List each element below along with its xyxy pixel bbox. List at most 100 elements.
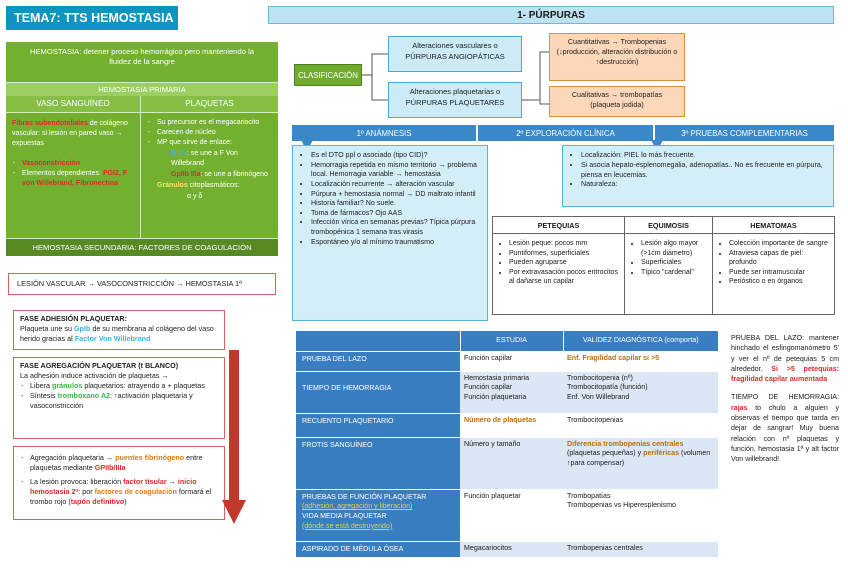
list-item: Toma de fármacos? Ojo AAS — [311, 209, 482, 219]
estudia-header: ESTUDIA — [459, 331, 563, 351]
list-item: Púrpura + hemostasia normal → DD maltrat… — [311, 190, 482, 200]
list-item: Agregación plaquetaria → puentes fibrinó… — [20, 453, 218, 473]
cualitativas-box: Cualitativas → trombopatías (plaqueta jo… — [549, 86, 685, 117]
list-item: Síntesis tromboxano A2: ↑activación plaq… — [20, 391, 218, 411]
pruebas-header: 3º PRUEBAS COMPLEMENTARIAS — [654, 125, 834, 141]
table-row: RECUENTO PLAQUETARIO Número de plaquetas… — [296, 412, 718, 437]
table-row: PRUEBA DEL LAZO Función capilar Enf. Fra… — [296, 350, 718, 371]
lesiones-body: Lesión peque: pocos mmPuntiformes, super… — [493, 234, 834, 314]
anamnesis-header: 1º ANÁMNESIS — [292, 125, 476, 141]
list-item: Vasoconstricción — [12, 159, 134, 169]
angiopaticas-line1: Alteraciones vasculares o — [412, 41, 498, 50]
list-item: Lesión algo mayor (>1cm diámetro) — [641, 239, 708, 258]
list-item: Lesión peque: pocos mm — [509, 239, 620, 249]
table-row: PRUEBAS DE FUNCIÓN PLAQUETAR (adhesión, … — [296, 488, 718, 541]
fase-agregacion-box: FASE AGREGACIÓN PLAQUETAR (t BLANCO) La … — [13, 357, 225, 439]
validez-header: VALIDEZ DIAGNÓSTICA (comporta) — [562, 331, 718, 351]
list-item: Su precursor es el megacariocito — [147, 118, 272, 128]
list-item: Localización: PIEL lo más frecuente. — [581, 151, 828, 161]
fase-adhesion-box: FASE ADHESIÓN PLAQUETAR: Plaqueta une su… — [13, 310, 225, 350]
list-item: Típico "cardenal" — [641, 268, 708, 278]
lesion-vascular-text: LESIÓN VASCULAR → VASOCONSTRICCIÓN → HEM… — [17, 279, 242, 288]
hematomas-list: Colección importante de sangreAtraviesa … — [713, 234, 834, 287]
list-item: Perióstico o en órganos — [729, 277, 830, 287]
list-item: Por extravasación pocos eritrocitos al d… — [509, 268, 620, 287]
purpuras-plaquetares-box: Alteraciones plaquetarias o PÚRPURAS PLA… — [388, 82, 522, 118]
granulos-sub: α y δ — [187, 192, 203, 200]
exploracion-list: Localización: PIEL lo más frecuente.Si a… — [569, 151, 828, 190]
list-item: Infección vírica en semanas previas? Típ… — [311, 218, 482, 237]
angiopaticas-line2: PÚRPURAS ANGIOPÁTICAS — [405, 51, 505, 61]
petequias-header: PETEQUIAS — [493, 217, 625, 233]
fase-agregacion-intro: La adhesión induce activación de plaquet… — [20, 371, 169, 381]
vaso-sanguineo-text: Fibras subendoteliales de colágeno vascu… — [6, 113, 140, 149]
section-title: 1- PÚRPURAS — [268, 6, 834, 24]
row-estudia: Megacariocitos — [460, 540, 563, 557]
row-validez: Enf. Fragilidad capilar si >5 — [563, 350, 718, 371]
list-item: Elementos dependientes: PGI2, F von Will… — [12, 169, 134, 189]
fase-agregacion-title: FASE AGREGACIÓN PLAQUETAR (t BLANCO) — [20, 361, 179, 370]
clasificacion-label: CLASIFICACIÓN — [294, 64, 362, 86]
list-item: Superficiales — [641, 258, 708, 268]
exploracion-header: 2º EXPLORACIÓN CLÍNICA — [477, 125, 653, 141]
anamnesis-box: Es el DTO ppl o asociado (tipo CID)?Hemo… — [292, 145, 488, 321]
gpiib-text: GpIIb IIIa: se une a fibrinógeno — [171, 170, 268, 178]
table-row: TIEMPO DE HEMORRAGIA Hemostasia primaria… — [296, 370, 718, 413]
empty-header — [296, 331, 460, 351]
plaquetas-title: PLAQUETAS — [141, 96, 278, 113]
list-item: Historia familiar? No suele. — [311, 199, 482, 209]
row-estudia: Número de plaquetas — [460, 412, 563, 437]
row-validez: Diferencia trombopenias centrales (plaqu… — [563, 436, 718, 489]
vaso-sanguineo-title: VASO SANGUÍNEO — [6, 96, 140, 113]
row-validez: Trombocitopenias — [563, 412, 718, 437]
hemostasia-secundaria-header: HEMOSTASIA SECUNDARIA: FACTORES DE COAGU… — [6, 238, 278, 256]
list-item: Puede ser intramuscular — [729, 268, 830, 278]
list-item: Espontáneo y/o al mínimo traumatismo — [311, 238, 482, 248]
row-name: PRUEBA DEL LAZO — [296, 350, 460, 371]
list-item: Si asocia hepato-esplenomegalia, adenopa… — [581, 161, 828, 181]
list-item: Libera gránulos plaquetarios: atrayendo … — [20, 381, 218, 391]
fase-adhesion-text: Plaqueta une su GpIb de su membrana al c… — [20, 324, 214, 344]
process-arrow-icon — [229, 350, 239, 500]
cualitativas-line2: (plaqueta jodida) — [590, 100, 644, 110]
plaquetas-list: Su precursor es el megacariocito Carecen… — [141, 113, 278, 148]
row-estudia: Función capilar — [460, 350, 563, 371]
cuantitativas-box: Cuantitativas → Trombopenias (↓producció… — [549, 33, 685, 81]
list-item: MP que sirve de enlace: — [147, 138, 272, 148]
list-item: Localización recurrente → alteración vas… — [311, 180, 482, 190]
prueba-lazo-note: PRUEBA DEL LAZO: mantener hinchado el es… — [731, 334, 839, 384]
hemostasia-intro: HEMOSTASIA: detener proceso hemorrágico … — [6, 42, 278, 82]
vaso-sanguineo-column: VASO SANGUÍNEO Fibras subendoteliales de… — [6, 96, 141, 238]
row-validez: Trombopatías Trombopenias vs Hiperesplen… — [563, 488, 718, 541]
row-estudia: Hemostasia primaria Función capilar Func… — [460, 370, 563, 413]
equimosis-list: Lesión algo mayor (>1cm diámetro)Superfi… — [625, 234, 712, 277]
petequias-list: Lesión peque: pocos mmPuntiformes, super… — [493, 234, 624, 287]
lesiones-header-row: PETEQUIAS EQUIMOSIS HEMATOMAS — [493, 217, 834, 234]
list-item: Es el DTO ppl o asociado (tipo CID)? — [311, 151, 482, 161]
list-item: Hemorragia repetida en mismo territorio … — [311, 161, 482, 180]
fase-agregacion-list: Libera gránulos plaquetarios: atrayendo … — [20, 381, 218, 411]
row-estudia: Número y tamaño — [460, 436, 563, 489]
row-name: ASPIRADO DE MÉDULA ÓSEA — [296, 540, 460, 557]
list-item: Naturaleza: — [581, 180, 828, 190]
fibras-label: Fibras subendoteliales — [12, 120, 88, 127]
row-estudia: Función plaquetar — [460, 488, 563, 541]
tiempo-hemorragia-note: TIEMPO DE HEMORRAGIA: rajas to chulo a a… — [731, 393, 839, 464]
lesion-vascular-box: LESIÓN VASCULAR → VASOCONSTRICCIÓN → HEM… — [8, 273, 276, 295]
fase-adhesion-title: FASE ADHESIÓN PLAQUETAR: — [20, 314, 128, 323]
list-item: Colección importante de sangre — [729, 239, 830, 249]
page-title: TEMA7: TTS HEMOSTASIA — [6, 6, 178, 30]
list-item: La lesión provoca: liberación factor tis… — [20, 477, 218, 507]
side-note: PRUEBA DEL LAZO: mantener hinchado el es… — [731, 333, 839, 464]
hemostasia-primaria-header: HEMOSTASIA PRIMARIA — [6, 82, 278, 96]
fibras-text: de colágeno vascular: si lesión en pared… — [12, 120, 128, 147]
list-item: Puntiformes, superficiales — [509, 249, 620, 259]
row-name: FROTIS SANGUÍNEO — [296, 436, 460, 489]
plaquetares-line1: Alteraciones plaquetarias o — [409, 87, 501, 96]
row-name: TIEMPO DE HEMORRAGIA — [296, 370, 460, 413]
hematomas-header: HEMATOMAS — [750, 220, 797, 230]
plaquetas-column: PLAQUETAS Su precursor es el megacarioci… — [141, 96, 278, 238]
table-row: ASPIRADO DE MÉDULA ÓSEA Megacariocitos T… — [296, 540, 718, 557]
cuantitativas-line1: Cuantitativas → Trombopenias — [567, 37, 667, 46]
coagulacion-list: Agregación plaquetaria → puentes fibrinó… — [20, 453, 218, 507]
